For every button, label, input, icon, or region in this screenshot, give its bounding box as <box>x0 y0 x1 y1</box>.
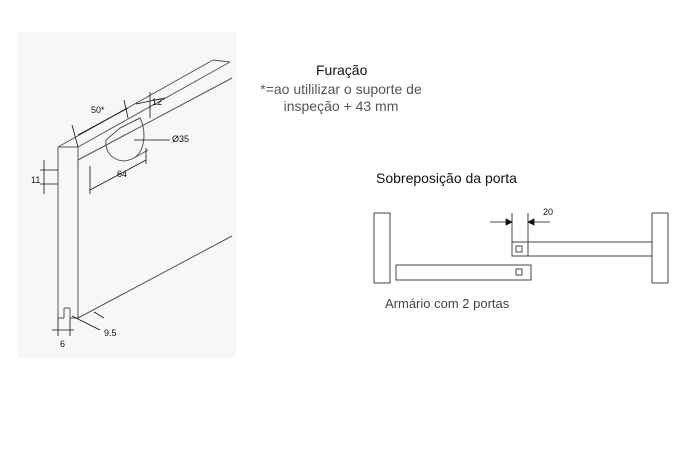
dim-overlay-20: 20 <box>543 207 554 217</box>
dim-width-star: 50* <box>91 105 105 115</box>
dim-edge-11: 11 <box>31 175 41 185</box>
overlay-title: Sobreposição da porta <box>376 170 517 186</box>
drilling-title: Furação <box>316 62 368 78</box>
dim-bottom-6: 6 <box>60 339 66 349</box>
drilling-note-line2: inspeção + 43 mm <box>283 98 399 114</box>
overlay-caption: Armário com 2 portas <box>385 296 510 311</box>
drilling-note-line1: *=ao utililizar o suporte de <box>260 81 422 97</box>
dim-bottom-9-5: 9.5 <box>104 328 117 338</box>
left-diagram-background <box>18 32 236 358</box>
dim-depth-64: 64 <box>117 169 128 179</box>
dim-offset-12: 12 <box>152 97 163 107</box>
dim-diameter: Ø35 <box>172 134 190 144</box>
